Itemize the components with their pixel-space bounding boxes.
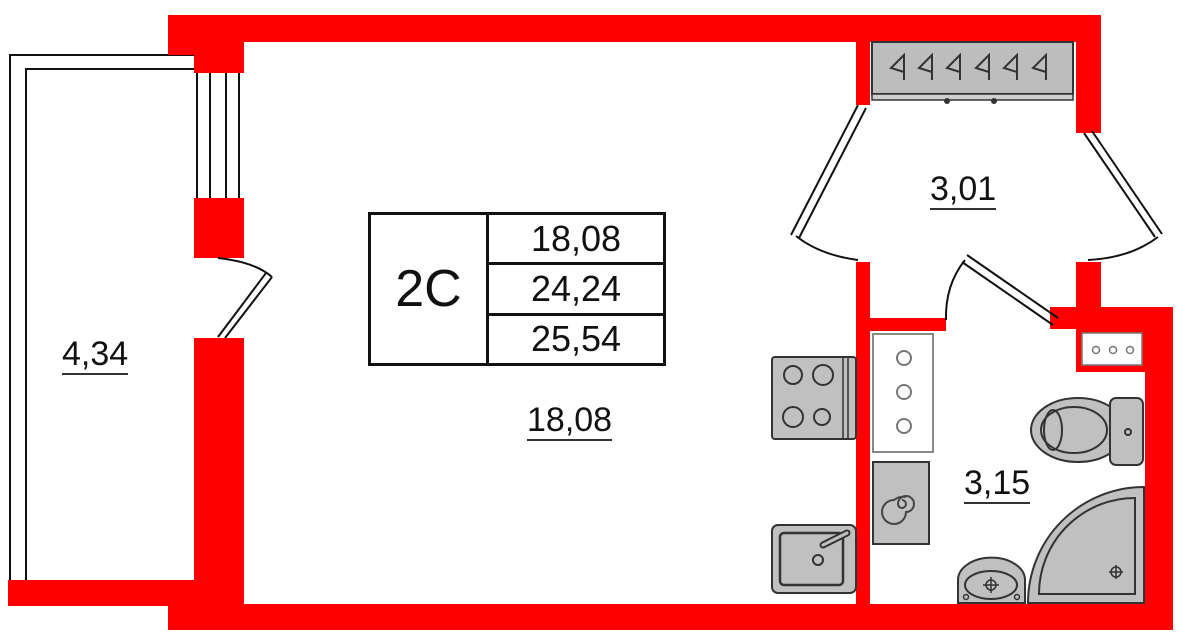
- living-area-value: 18,08: [530, 217, 622, 259]
- wardrobe-with-hangers: [871, 41, 1074, 104]
- washbasin: [957, 556, 1026, 604]
- washing-machine: [872, 461, 930, 545]
- total-area-value: 24,24: [489, 262, 663, 312]
- kitchen-sink: [771, 524, 857, 594]
- entrance-door: [1083, 130, 1163, 261]
- room-area-bathroom: 3,15: [964, 464, 1031, 504]
- walls: [8, 15, 1173, 630]
- room-area-living-room: 18,08: [527, 401, 613, 441]
- door-hallway-living: [790, 104, 867, 261]
- stove-4-burner: [771, 356, 857, 440]
- water-heater: [872, 333, 934, 453]
- apartment-type-label: 2C: [371, 215, 489, 363]
- area-summary: 18,08 24,24 25,54: [489, 215, 663, 363]
- apartment-summary-box: 2C 18,08 24,24 25,54: [368, 212, 666, 366]
- corner-shower: [1026, 485, 1145, 604]
- window-living-room: [196, 73, 240, 198]
- room-area-hallway: 3,01: [930, 170, 997, 210]
- total-area-with-balcony-value: 25,54: [489, 312, 663, 363]
- balcony-outline: [9, 54, 195, 582]
- toilet: [1030, 397, 1144, 466]
- room-area-balcony: 4,34: [62, 335, 129, 375]
- balcony-door: [217, 257, 273, 339]
- electrical-panel: [1081, 332, 1143, 366]
- bathroom-door: [944, 254, 1059, 326]
